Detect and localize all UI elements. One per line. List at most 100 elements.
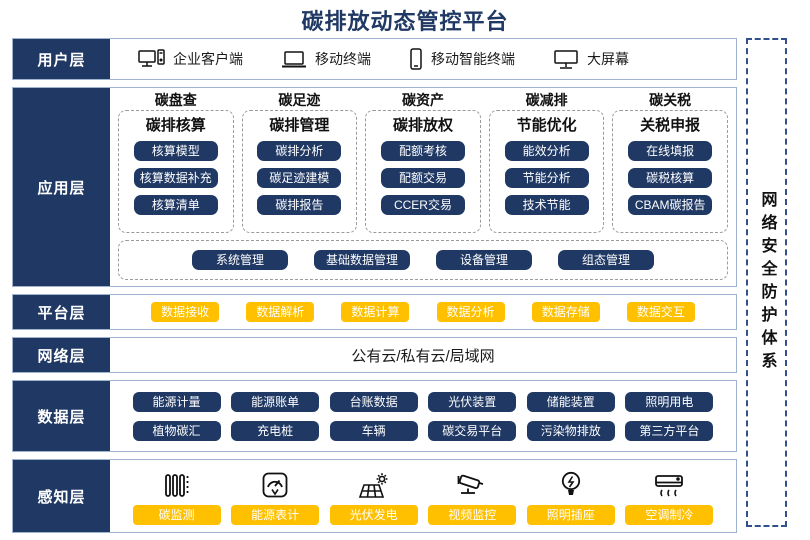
data-chip: 光伏装置	[428, 391, 517, 412]
desktop-pc-icon	[138, 49, 165, 69]
app-chip: 系统管理	[192, 250, 288, 270]
network-layer-label: 网络层	[13, 338, 110, 372]
perception-layer-row: 感知层 碳监测	[12, 459, 737, 533]
data-layer-content: 能源计量 能源账单 台账数据 光伏装置 储能装置 照明用电 植物碳汇 充电桩 车…	[110, 381, 736, 451]
data-chip: 储能装置	[526, 391, 615, 412]
app-column-carbon-reduction: 碳减排 节能优化 能效分析 节能分析 技术节能	[488, 91, 605, 233]
app-chip: 能效分析	[504, 140, 589, 161]
app-chip: 碳足迹建模	[257, 167, 342, 188]
user-item-label: 企业客户端	[173, 51, 243, 67]
column-subtitle: 关税申报	[640, 117, 701, 134]
page-title: 碳排放动态管控平台	[301, 9, 509, 34]
perception-chip: 空调制冷	[625, 504, 714, 525]
app-chip: CCER交易	[380, 194, 465, 215]
cctv-camera-icon	[456, 468, 488, 500]
app-common-dashed-box: 系统管理 基础数据管理 设备管理 组态管理	[118, 240, 728, 280]
perception-chip: 照明插座	[526, 504, 615, 525]
smartphone-icon	[409, 48, 423, 70]
app-chip: 组态管理	[558, 250, 654, 270]
user-item-label: 移动终端	[315, 51, 371, 67]
air-conditioner-icon	[653, 468, 685, 500]
laptop-icon	[281, 49, 307, 69]
data-chip: 照明用电	[625, 391, 714, 412]
platform-chip: 数据存储	[531, 302, 600, 322]
data-chip: 第三方平台	[625, 420, 714, 441]
user-item-big-screen: 大屏幕	[553, 49, 629, 70]
user-item-smart-mobile-terminal: 移动智能终端	[409, 48, 515, 70]
layer-rows: 用户层 企业客户端	[12, 38, 737, 533]
big-screen-icon	[553, 49, 579, 70]
data-chip: 充电桩	[231, 420, 320, 441]
column-subtitle: 碳排放权	[392, 117, 453, 134]
platform-chip: 数据交互	[626, 302, 695, 322]
platform-chip: 数据接收	[151, 302, 220, 322]
app-chip: 核算清单	[133, 194, 218, 215]
perception-item-carbon-monitoring: 碳监测	[132, 468, 221, 525]
carbon-monitor-icon	[162, 468, 192, 500]
user-item-mobile-terminal: 移动终端	[281, 49, 371, 69]
column-header: 碳足迹	[278, 92, 321, 108]
data-chip: 台账数据	[329, 391, 418, 412]
column-header: 碳减排	[525, 92, 568, 108]
perception-chip: 视频监控	[428, 504, 517, 525]
data-chip: 能源账单	[231, 391, 320, 412]
platform-chip: 数据计算	[341, 302, 410, 322]
app-chip: 设备管理	[436, 250, 532, 270]
perception-layer-label: 感知层	[13, 460, 110, 532]
perception-item-air-conditioning: 空调制冷	[625, 468, 714, 525]
application-columns: 碳盘查 碳排核算 核算模型 核算数据补充 核算清单 碳足迹 碳排管理 碳排分析	[118, 91, 728, 233]
column-subtitle: 碳排管理	[269, 117, 330, 134]
data-layer-label: 数据层	[13, 381, 110, 451]
data-chip: 污染物排放	[526, 420, 615, 441]
perception-item-solar-power: 光伏发电	[329, 468, 418, 525]
column-dashed-box: 节能优化 能效分析 节能分析 技术节能	[488, 110, 605, 233]
platform-layer-label: 平台层	[13, 295, 110, 329]
app-chip: CBAM碳报告	[628, 194, 713, 215]
app-chip: 节能分析	[504, 167, 589, 188]
app-chip: 碳税核算	[628, 167, 713, 188]
perception-chip: 光伏发电	[329, 504, 418, 525]
app-column-carbon-tariff: 碳关税 关税申报 在线填报 碳税核算 CBAM碳报告	[612, 91, 728, 233]
perception-item-lighting-socket: 照明插座	[526, 468, 615, 525]
security-system-panel: 网络安全防护体系	[746, 38, 787, 527]
column-dashed-box: 碳排核算 核算模型 核算数据补充 核算清单	[118, 110, 234, 233]
platform-chip: 数据分析	[436, 302, 505, 322]
app-column-carbon-asset: 碳资产 碳排放权 配额考核 配额交易 CCER交易	[365, 91, 481, 233]
perception-layer-content: 碳监测 能源表计	[110, 460, 736, 532]
perception-item-energy-meter: 能源表计	[231, 468, 320, 525]
platform-layer-content: 数据接收 数据解析 数据计算 数据分析 数据存储 数据交互	[110, 295, 736, 329]
app-column-carbon-footprint: 碳足迹 碳排管理 碳排分析 碳足迹建模 碳排报告	[241, 91, 358, 233]
energy-meter-icon	[260, 468, 290, 500]
data-source-row: 能源计量 能源账单 台账数据 光伏装置 储能装置 照明用电	[122, 391, 724, 412]
app-chip: 核算数据补充	[133, 167, 218, 188]
column-header: 碳关税	[649, 92, 692, 108]
column-dashed-box: 碳排管理 碳排分析 碳足迹建模 碳排报告	[241, 110, 358, 233]
data-chip: 车辆	[329, 420, 418, 441]
application-layer-content: 碳盘查 碳排核算 核算模型 核算数据补充 核算清单 碳足迹 碳排管理 碳排分析	[110, 88, 736, 286]
column-subtitle: 碳排核算	[145, 117, 206, 134]
column-dashed-box: 关税申报 在线填报 碳税核算 CBAM碳报告	[612, 110, 728, 233]
application-layer-row: 应用层 碳盘查 碳排核算 核算模型 核算数据补充 核算清单 碳足迹	[12, 87, 737, 287]
app-chip: 配额考核	[380, 140, 465, 161]
user-layer-label: 用户层	[13, 39, 110, 79]
security-system-label: 网络安全防护体系	[758, 190, 776, 375]
platform-layer-row: 平台层 数据接收 数据解析 数据计算 数据分析 数据存储 数据交互	[12, 294, 737, 330]
column-header: 碳资产	[401, 92, 444, 108]
app-chip: 核算模型	[133, 140, 218, 161]
user-layer-row: 用户层 企业客户端	[12, 38, 737, 80]
app-chip: 配额交易	[380, 167, 465, 188]
app-chip: 技术节能	[504, 194, 589, 215]
network-layer-row: 网络层 公有云/私有云/局域网	[12, 337, 737, 373]
user-layer-content: 企业客户端 移动终端	[110, 39, 736, 79]
network-layer-text: 公有云/私有云/局域网	[351, 347, 495, 365]
light-bulb-icon	[558, 468, 584, 500]
data-chip: 碳交易平台	[428, 420, 517, 441]
column-dashed-box: 碳排放权 配额考核 配额交易 CCER交易	[365, 110, 481, 233]
perception-item-video-surveillance: 视频监控	[428, 468, 517, 525]
user-item-enterprise-client: 企业客户端	[138, 49, 243, 69]
data-chip: 能源计量	[132, 391, 221, 412]
app-chip: 碳排分析	[257, 140, 342, 161]
perception-chip: 能源表计	[231, 504, 320, 525]
solar-panel-icon	[358, 468, 390, 500]
